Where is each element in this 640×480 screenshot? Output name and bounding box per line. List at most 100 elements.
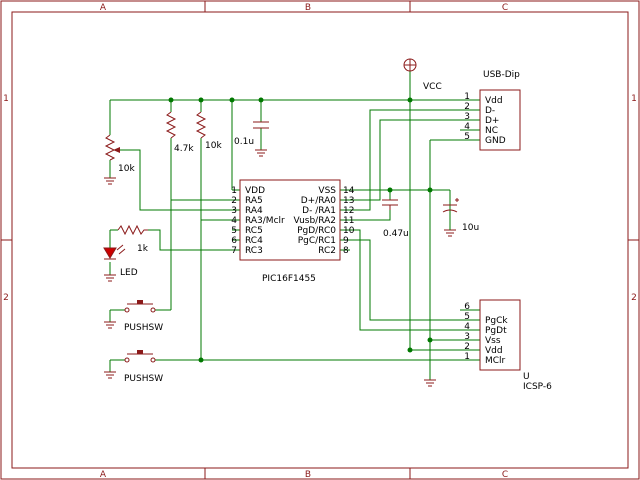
mcu-pin-label: RC4	[245, 236, 263, 246]
mcu-pin-number: 4	[231, 216, 237, 226]
mcu-pin-label: RA4	[245, 206, 263, 216]
col-label-c-top: C	[502, 3, 508, 13]
icsp-pin-label: PgDt	[485, 326, 507, 336]
ground-sw1	[104, 321, 116, 329]
vcc-symbol: VCC	[403, 58, 442, 92]
ground-10u	[444, 229, 456, 237]
led: LED	[103, 244, 138, 278]
potentiometer: 10k	[104, 134, 135, 174]
pushswitch-2: PUSHSW	[124, 350, 163, 384]
resistor-10k: 10k	[195, 111, 222, 151]
row-label-1-right: 1	[631, 94, 637, 104]
ground-symbols	[104, 149, 456, 387]
mcu-pin-number: 1	[231, 186, 237, 196]
mcu-pin-number: 14	[343, 186, 355, 196]
r-4k7-value: 4.7k	[174, 144, 194, 154]
mcu-pin-label: RC5	[245, 226, 263, 236]
junction-dot	[387, 187, 393, 193]
mcu-pic16f1455: 1 VDD 2 RA5 3 RA4 4 RA3/Mclr 5 RC5 6 RC4 7 RC3 14 VSS 1…	[231, 179, 355, 284]
ground-sw2	[104, 371, 116, 379]
mcu-pin-number: 12	[343, 206, 354, 216]
ground-cap	[255, 149, 267, 157]
r-1k-value: 1k	[137, 244, 149, 254]
mcu-pin-number: 3	[231, 206, 237, 216]
mcu-pin-number: 11	[343, 216, 354, 226]
junction-dot	[427, 337, 433, 343]
capacitor-0u47: 0.47u	[382, 199, 409, 239]
usb-pin-label: D-	[485, 106, 495, 116]
col-label-a-bottom: A	[100, 470, 107, 480]
usb-pin-number: 2	[464, 102, 470, 112]
icsp-pin-label: PgCk	[485, 316, 508, 326]
mcu-pin-label: D- /RA1	[302, 206, 336, 216]
capacitor-10u: 10u	[442, 198, 479, 233]
mcu-pin-number: 5	[231, 226, 237, 236]
icsp-pin-number: 5	[464, 312, 470, 322]
icsp-pin-label: MClr	[485, 356, 506, 366]
icsp-pin-label: Vss	[485, 336, 501, 346]
junction-dot	[427, 187, 433, 193]
ground-led	[104, 274, 116, 282]
mcu-pin-number: 7	[231, 246, 237, 256]
junction-dot	[198, 357, 204, 363]
sw2-label: PUSHSW	[124, 374, 163, 384]
c-10u-value: 10u	[462, 223, 479, 233]
mcu-pin-label: RC2	[318, 246, 336, 256]
icsp-pin-number: 2	[464, 342, 470, 352]
usb-name: USB-Dip	[483, 70, 520, 80]
pot-value: 10k	[118, 164, 135, 174]
sw1-label: PUSHSW	[124, 323, 163, 333]
led-label: LED	[120, 268, 138, 278]
usb-pin-label: Vdd	[485, 96, 503, 106]
row-label-2-right: 2	[631, 293, 637, 303]
icsp-pin-label: Vdd	[485, 346, 503, 356]
junction-dot	[198, 97, 204, 103]
mcu-pin-label: VDD	[245, 186, 265, 196]
junction-dot	[407, 97, 413, 103]
icsp-name: ICSP-6	[523, 382, 552, 392]
c-0u1-value: 0.1u	[234, 137, 254, 147]
usb-pin-label: D+	[485, 116, 499, 126]
mcu-pin-number: 10	[343, 226, 355, 236]
mcu-pin-label: PgC/RC1	[298, 236, 336, 246]
usb-pin-number: 3	[464, 112, 470, 122]
mcu-pin-number: 13	[343, 196, 354, 206]
row-label-2-left: 2	[3, 293, 9, 303]
r-10k-value: 10k	[205, 141, 222, 151]
junction-dot	[407, 347, 413, 353]
mcu-pin-number: 8	[343, 246, 349, 256]
mcu-pin-label: Vusb/RA2	[294, 216, 336, 226]
junction-dot	[258, 97, 264, 103]
ground-main	[424, 379, 436, 387]
ground-pot	[104, 177, 116, 185]
mcu-pin-label: RC3	[245, 246, 263, 256]
icsp-pin-number: 3	[464, 332, 470, 342]
mcu-pin-label: VSS	[318, 186, 336, 196]
resistor-1k: 1k	[117, 224, 149, 254]
mcu-pin-number: 2	[231, 196, 237, 206]
mcu-pin-label: PgD/RC0	[297, 226, 336, 236]
mcu-pin-label: D+/RA0	[301, 196, 337, 206]
usb-pin-label: NC	[485, 126, 498, 136]
icsp-pin-number: 4	[464, 322, 470, 332]
usb-pin-label: GND	[485, 136, 506, 146]
icsp-pin-number: 1	[464, 352, 470, 362]
usb-pin-number: 5	[464, 132, 470, 142]
junction-dot	[168, 97, 174, 103]
mcu-pin-label: RA3/Mclr	[245, 216, 285, 226]
row-label-1-left: 1	[3, 94, 9, 104]
usb-pin-number: 4	[464, 122, 470, 132]
col-label-b-bottom: B	[305, 470, 311, 480]
pushswitch-1: PUSHSW	[124, 300, 163, 333]
junction-dot	[229, 97, 235, 103]
mcu-pin-label: RA5	[245, 196, 263, 206]
col-label-b-top: B	[305, 3, 311, 13]
resistor-4k7: 4.7k	[165, 111, 194, 154]
c-0u47-value: 0.47u	[383, 229, 409, 239]
mcu-pin-number: 6	[231, 236, 237, 246]
col-label-a-top: A	[100, 3, 107, 13]
icsp-ref: U	[523, 372, 530, 382]
